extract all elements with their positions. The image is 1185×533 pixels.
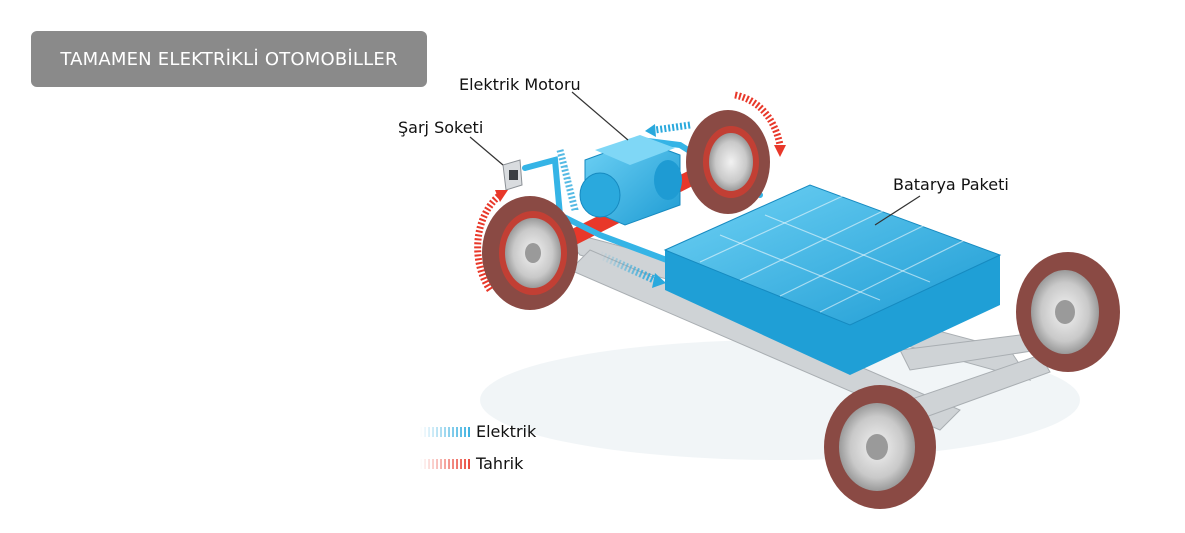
label-battery-pack: Batarya Paketi [893,175,1009,194]
label-electric-motor: Elektrik Motoru [459,75,581,94]
legend-item-drive: Tahrik [420,454,523,473]
wheel-front-left [482,196,578,310]
leader-lines [469,91,921,226]
legend-swatch-electric [420,426,470,437]
legend-label-drive: Tahrik [476,454,524,473]
wheel-rear-right [1016,252,1120,372]
electric-flow-arrows [556,121,691,288]
charging-socket [502,159,523,191]
legend-swatch-drive [420,458,470,469]
label-charging-socket: Şarj Soketi [398,118,484,137]
drive-arrow-head-right [774,145,786,157]
wheel-rear-left [824,385,936,509]
legend-label-electric: Elektrik [476,422,537,441]
legend-item-electric: Elektrik [420,422,536,441]
drive-arrow-head-left [495,190,508,202]
page-title: TAMAMEN ELEKTRİKLİ OTOMOBİLLER [60,48,398,70]
header-badge: TAMAMEN ELEKTRİKLİ OTOMOBİLLER [31,31,427,87]
drive-rotation-arrows [474,91,784,292]
wheel-front-right [686,110,770,214]
electric-motor [579,135,682,226]
battery-pack [663,184,1002,375]
